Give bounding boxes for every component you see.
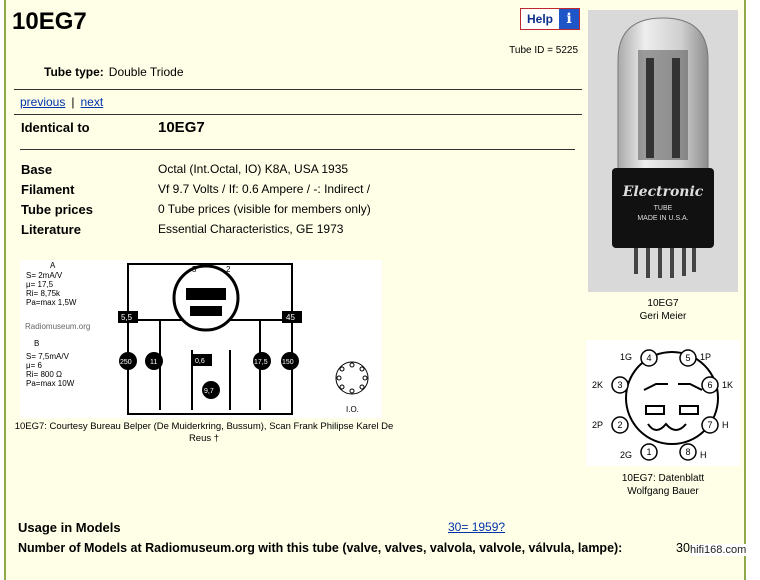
basing-pin-number: 4 — [646, 353, 651, 363]
schematic-image[interactable]: A S= 2mA/V μ= 17,5 Ri= 8,75k Pa=max 1,5W… — [20, 260, 382, 418]
schematic-caption: 10EG7: Courtesy Bureau Belper (De Muider… — [14, 421, 394, 444]
tube-photo[interactable]: Electronic TUBE MADE IN U.S.A. — [588, 10, 738, 292]
schematic-b-label: B — [34, 339, 39, 348]
tube-type-label: Tube type: — [44, 65, 104, 79]
schematic-a-param: Pa=max 1,5W — [26, 298, 77, 307]
basing-diagram[interactable]: 4 5 3 6 2 7 1 8 1G 1P 2K 1K 2P H 2G H — [586, 340, 740, 466]
next-link[interactable]: next — [80, 95, 104, 109]
schematic-value: 17,5 — [254, 359, 268, 366]
schematic-value: 45 — [286, 313, 295, 322]
divider — [14, 114, 582, 115]
spec-label-tube-prices: Tube prices — [21, 202, 94, 217]
photo-caption-line: Geri Meier — [639, 311, 687, 322]
divider — [14, 89, 582, 90]
schematic-pin: 2 — [226, 265, 231, 274]
spec-label-literature: Literature — [21, 222, 81, 237]
basing-pin-label: H — [722, 420, 729, 430]
tube-made-text: MADE IN U.S.A. — [637, 215, 688, 222]
photo-caption-line: 10EG7 — [647, 298, 679, 309]
basing-pin-label: 2K — [592, 380, 603, 390]
schematic-value: 250 — [120, 359, 132, 366]
basing-caption-line: 10EG7: Datenblatt — [621, 473, 705, 484]
schematic-b-param: S= 7,5mA/V — [26, 352, 70, 361]
divider — [20, 149, 575, 150]
schematic-watermark: Radiomuseum.org — [25, 322, 90, 331]
previous-link[interactable]: previous — [20, 95, 66, 109]
identical-to-value: 10EG7 — [158, 119, 205, 136]
identical-to-label: Identical to — [21, 120, 90, 135]
tube-id: Tube ID = 5225 — [509, 45, 578, 56]
basing-pin-label: 2P — [592, 420, 603, 430]
spec-value-base: Octal (Int.Octal, IO) K8A, USA 1935 — [158, 162, 349, 176]
basing-caption-line: Wolfgang Bauer — [627, 486, 699, 497]
schematic-pin: 5 — [192, 265, 197, 274]
spec-value-filament: Vf 9.7 Volts / If: 0.6 Ampere / -: Indir… — [158, 182, 371, 196]
schematic-value: 150 — [282, 359, 294, 366]
site-watermark: hifi168.com — [690, 544, 747, 556]
spec-value-literature: Essential Characteristics, GE 1973 — [158, 222, 344, 236]
schematic-value: 11 — [150, 359, 157, 366]
basing-pin-number: 2 — [617, 420, 622, 430]
basing-pin-label: 1P — [700, 352, 711, 362]
tube-type-value: Double Triode — [108, 65, 184, 79]
basing-pin-number: 6 — [707, 380, 712, 390]
schematic-a-label: A — [50, 261, 56, 270]
basing-pin-label: 1K — [722, 380, 733, 390]
tube-word-text: TUBE — [654, 205, 673, 212]
basing-pin-number: 1 — [646, 447, 651, 457]
schematic-value: 9,7 — [204, 388, 214, 395]
spec-label-base: Base — [21, 162, 53, 177]
basing-pin-label: 2G — [620, 450, 632, 460]
basing-pin-number: 7 — [707, 420, 712, 430]
basing-pin-number: 3 — [617, 380, 622, 390]
schematic-value: 0,6 — [195, 358, 205, 365]
usage-label: Usage in Models — [18, 520, 121, 535]
usage-link[interactable]: 30= 1959? — [448, 520, 506, 534]
tube-type: Tube type: Double Triode — [44, 65, 184, 79]
basing-pin-label: 1G — [620, 352, 632, 362]
schematic-a-param: Ri= 8,75k — [26, 289, 61, 298]
tube-brand-text: Electronic — [622, 184, 704, 200]
socket-label: I.O. — [346, 405, 359, 414]
page-title: 10EG7 — [12, 8, 87, 35]
basing-pin-number: 8 — [685, 447, 690, 457]
schematic-b-param: Ri= 800 Ω — [26, 370, 62, 379]
spec-value-tube-prices: 0 Tube prices (visible for members only) — [158, 202, 371, 216]
nav-separator: | — [71, 95, 75, 109]
basing-pin-label: H — [700, 450, 707, 460]
basing-pin-number: 5 — [685, 353, 690, 363]
basing-caption: 10EG7: Datenblatt Wolfgang Bauer — [586, 472, 740, 498]
help-button[interactable]: Help i — [520, 8, 580, 30]
schematic-b-param: μ= 6 — [26, 361, 43, 370]
num-models-value: 30 — [676, 541, 690, 555]
pager: previous | next — [20, 95, 103, 109]
info-icon: i — [559, 9, 579, 29]
schematic-a-param: S= 2mA/V — [26, 271, 63, 280]
spec-label-filament: Filament — [21, 182, 75, 197]
help-label: Help — [526, 12, 553, 26]
photo-caption: 10EG7 Geri Meier — [588, 297, 738, 323]
schematic-a-param: μ= 17,5 — [26, 280, 54, 289]
num-models-label: Number of Models at Radiomuseum.org with… — [18, 541, 623, 555]
schematic-value: 5,5 — [121, 313, 133, 322]
schematic-b-param: Pa=max 10W — [26, 379, 75, 388]
